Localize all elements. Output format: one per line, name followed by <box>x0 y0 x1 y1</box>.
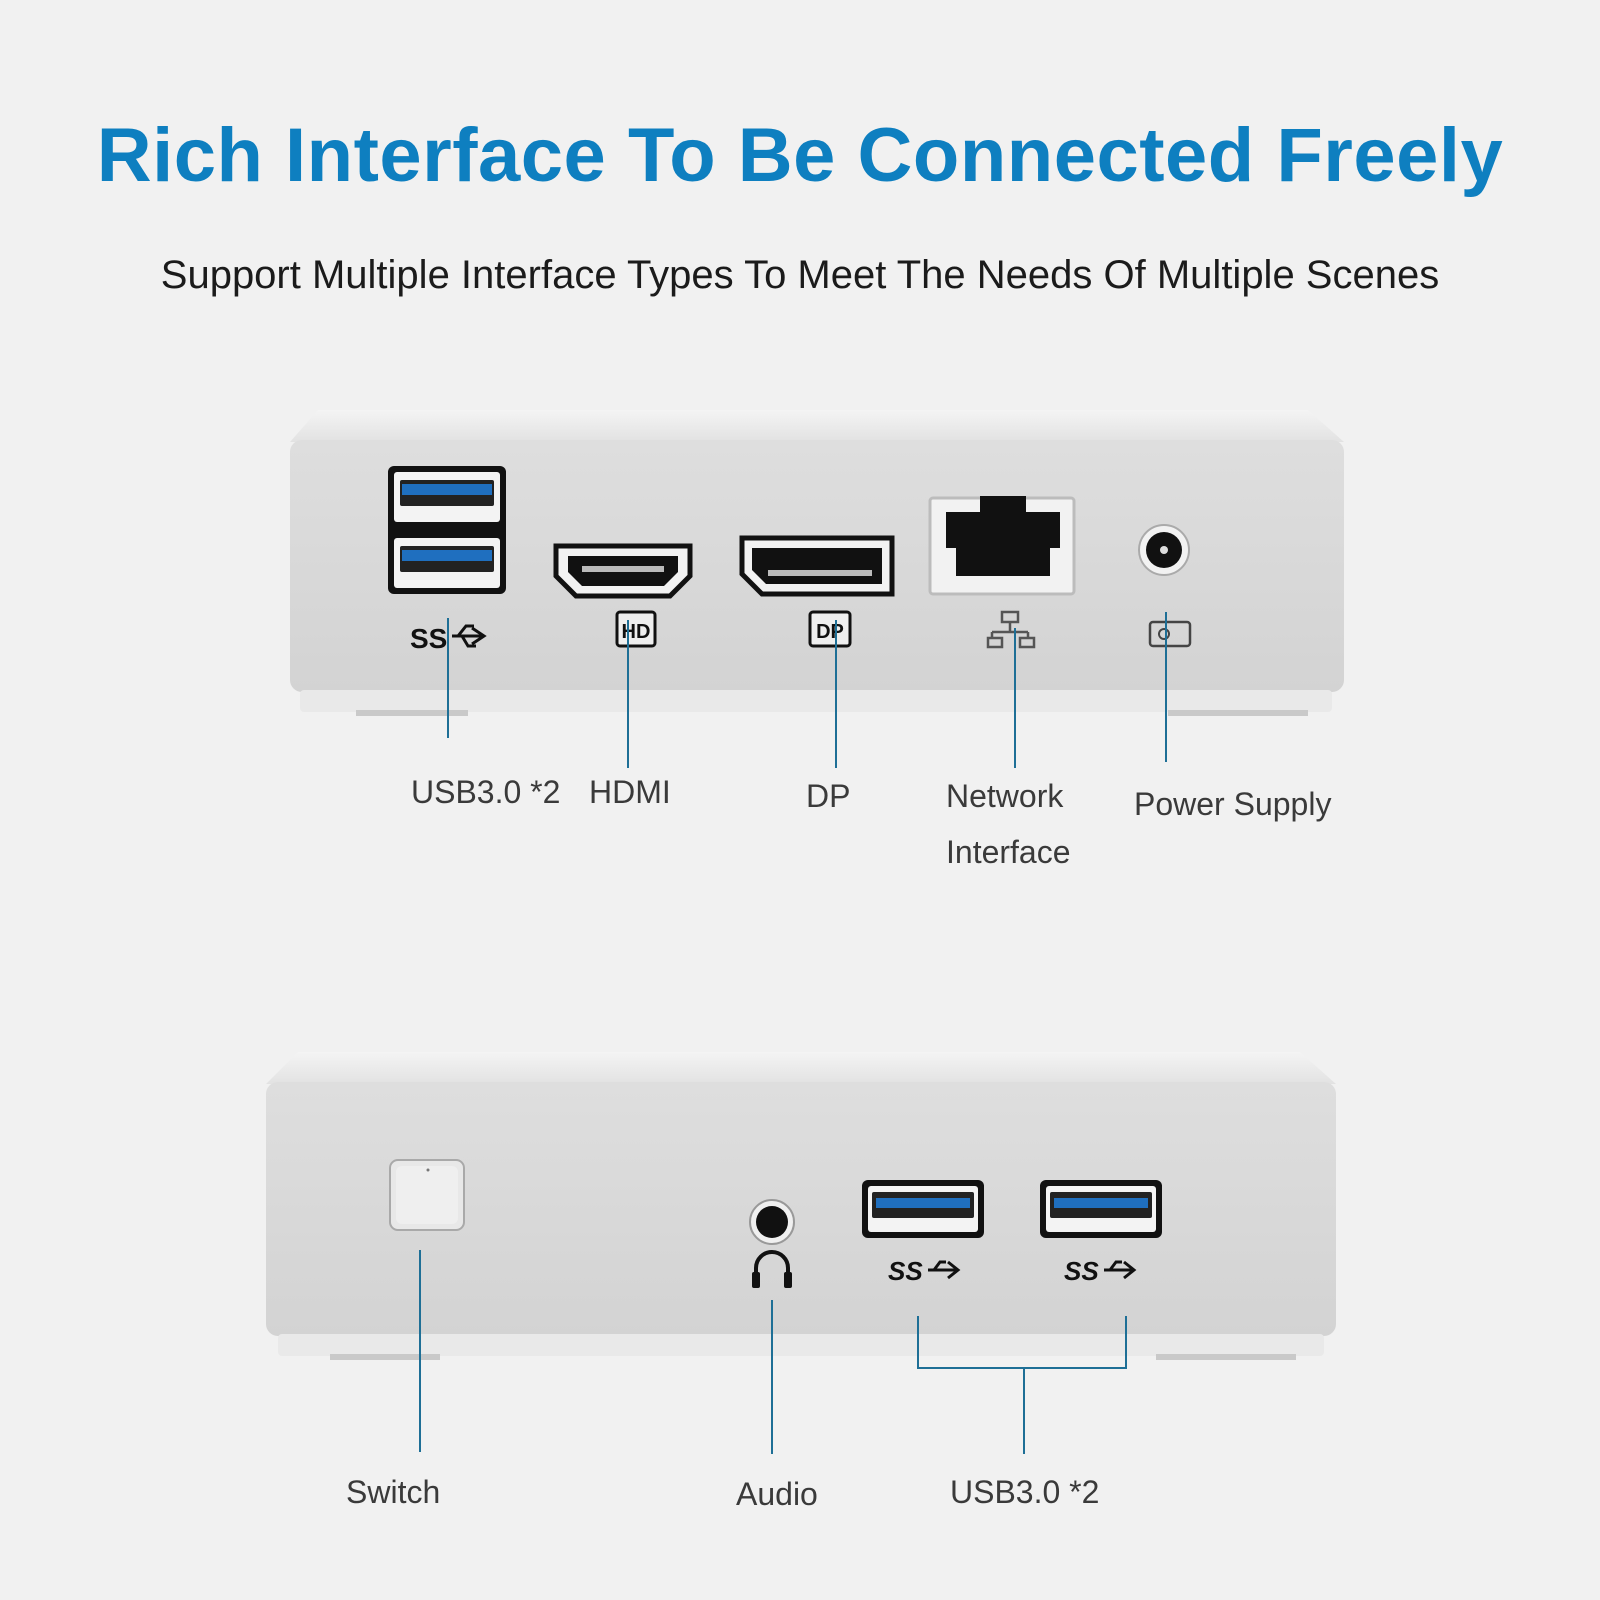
hdmi-mark: HD <box>622 621 651 643</box>
power-button-icon <box>389 1159 465 1231</box>
label-audio: Audio <box>736 1476 818 1512</box>
front-device-foot <box>1156 1354 1296 1360</box>
front-device-top <box>266 1052 1336 1084</box>
dc-power-jack-icon <box>1138 524 1190 576</box>
power-symbol-detail <box>1158 628 1170 640</box>
page-title: Rich Interface To Be Connected Freely <box>96 113 1504 198</box>
hdmi-logo-icon <box>615 610 657 648</box>
usb-trident-icon <box>452 624 487 648</box>
dp-logo-icon <box>808 610 852 648</box>
usb3-port-icon <box>388 466 506 594</box>
displayport-icon <box>739 535 895 597</box>
rear-device-top <box>290 410 1344 442</box>
usb3-port-icon <box>1040 1180 1162 1238</box>
power-symbol-icon <box>1148 620 1192 648</box>
label-power-supply: Power Supply <box>1134 786 1332 822</box>
label-network-line1: Network <box>946 778 1064 814</box>
usb-trident-icon <box>1104 1260 1137 1280</box>
front-callout-lines <box>419 1250 1127 1454</box>
front-device-rim <box>278 1334 1324 1356</box>
usb-ss-logo: SS <box>410 623 487 654</box>
rear-device-foot <box>356 710 468 716</box>
label-switch: Switch <box>346 1474 441 1510</box>
rj45-port-icon <box>928 496 1076 596</box>
dp-mark: DP <box>816 621 844 643</box>
usb3-port-icon <box>862 1180 984 1238</box>
rear-device: SS HD DP <box>290 410 1344 768</box>
label-network-line2: Interface <box>946 834 1071 870</box>
front-device-face <box>266 1082 1336 1336</box>
page-subtitle: Support Multiple Interface Types To Meet… <box>160 253 1440 297</box>
label-network: Network Interface <box>946 768 1071 880</box>
audio-jack-icon <box>749 1199 795 1245</box>
rear-callout-lines <box>447 612 1167 768</box>
usb-ss-mark: SS <box>410 623 447 654</box>
usb-ss-mark: SS <box>888 1256 923 1286</box>
hdmi-port-icon <box>553 543 693 599</box>
network-lan-icon <box>986 610 1036 649</box>
rear-device-rim <box>300 690 1332 712</box>
headphone-icon-ear <box>752 1272 760 1288</box>
usb-trident-icon <box>928 1260 961 1280</box>
label-dp: DP <box>806 778 851 814</box>
usb-ss-mark: SS <box>1064 1256 1099 1286</box>
front-device: SS SS <box>266 1052 1336 1454</box>
label-usb-rear: USB3.0 *2 <box>411 774 561 810</box>
label-hdmi: HDMI <box>589 774 671 810</box>
rear-device-foot <box>1168 710 1308 716</box>
front-device-foot <box>330 1354 440 1360</box>
headphone-icon <box>754 1250 790 1284</box>
headphone-icon-ear <box>784 1272 792 1288</box>
label-usb-front: USB3.0 *2 <box>950 1474 1100 1510</box>
